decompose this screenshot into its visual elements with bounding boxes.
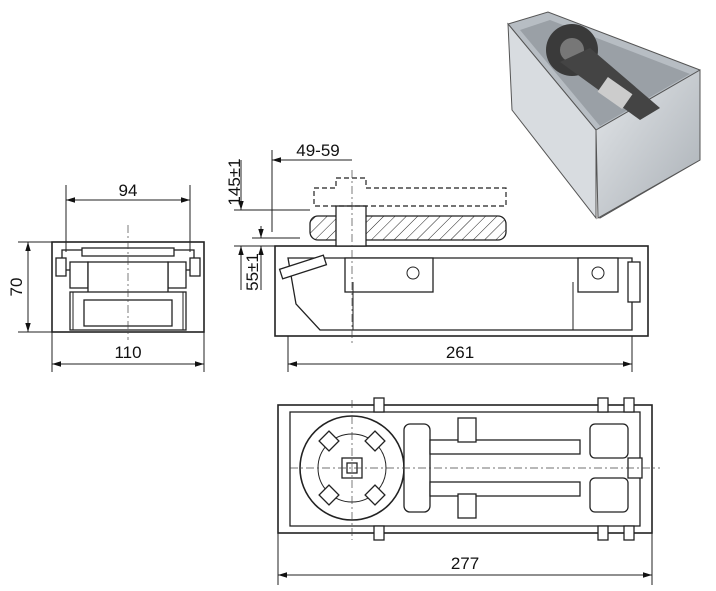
dim-261: 261 — [446, 343, 474, 362]
dim-110: 110 — [114, 343, 141, 362]
dim-55: 55±1 — [243, 253, 262, 291]
dim-145: 145±1 — [225, 158, 244, 205]
dim-49-59: 49-59 — [296, 141, 339, 160]
side-view: 49-59 145±1 55±1 261 — [225, 141, 649, 372]
dim-94: 94 — [119, 181, 138, 200]
product-image — [507, 11, 701, 220]
dim-70: 70 — [7, 278, 26, 297]
dim-277: 277 — [451, 554, 479, 573]
front-view: 94 70 110 — [7, 181, 205, 372]
top-view: 277 — [277, 397, 660, 585]
